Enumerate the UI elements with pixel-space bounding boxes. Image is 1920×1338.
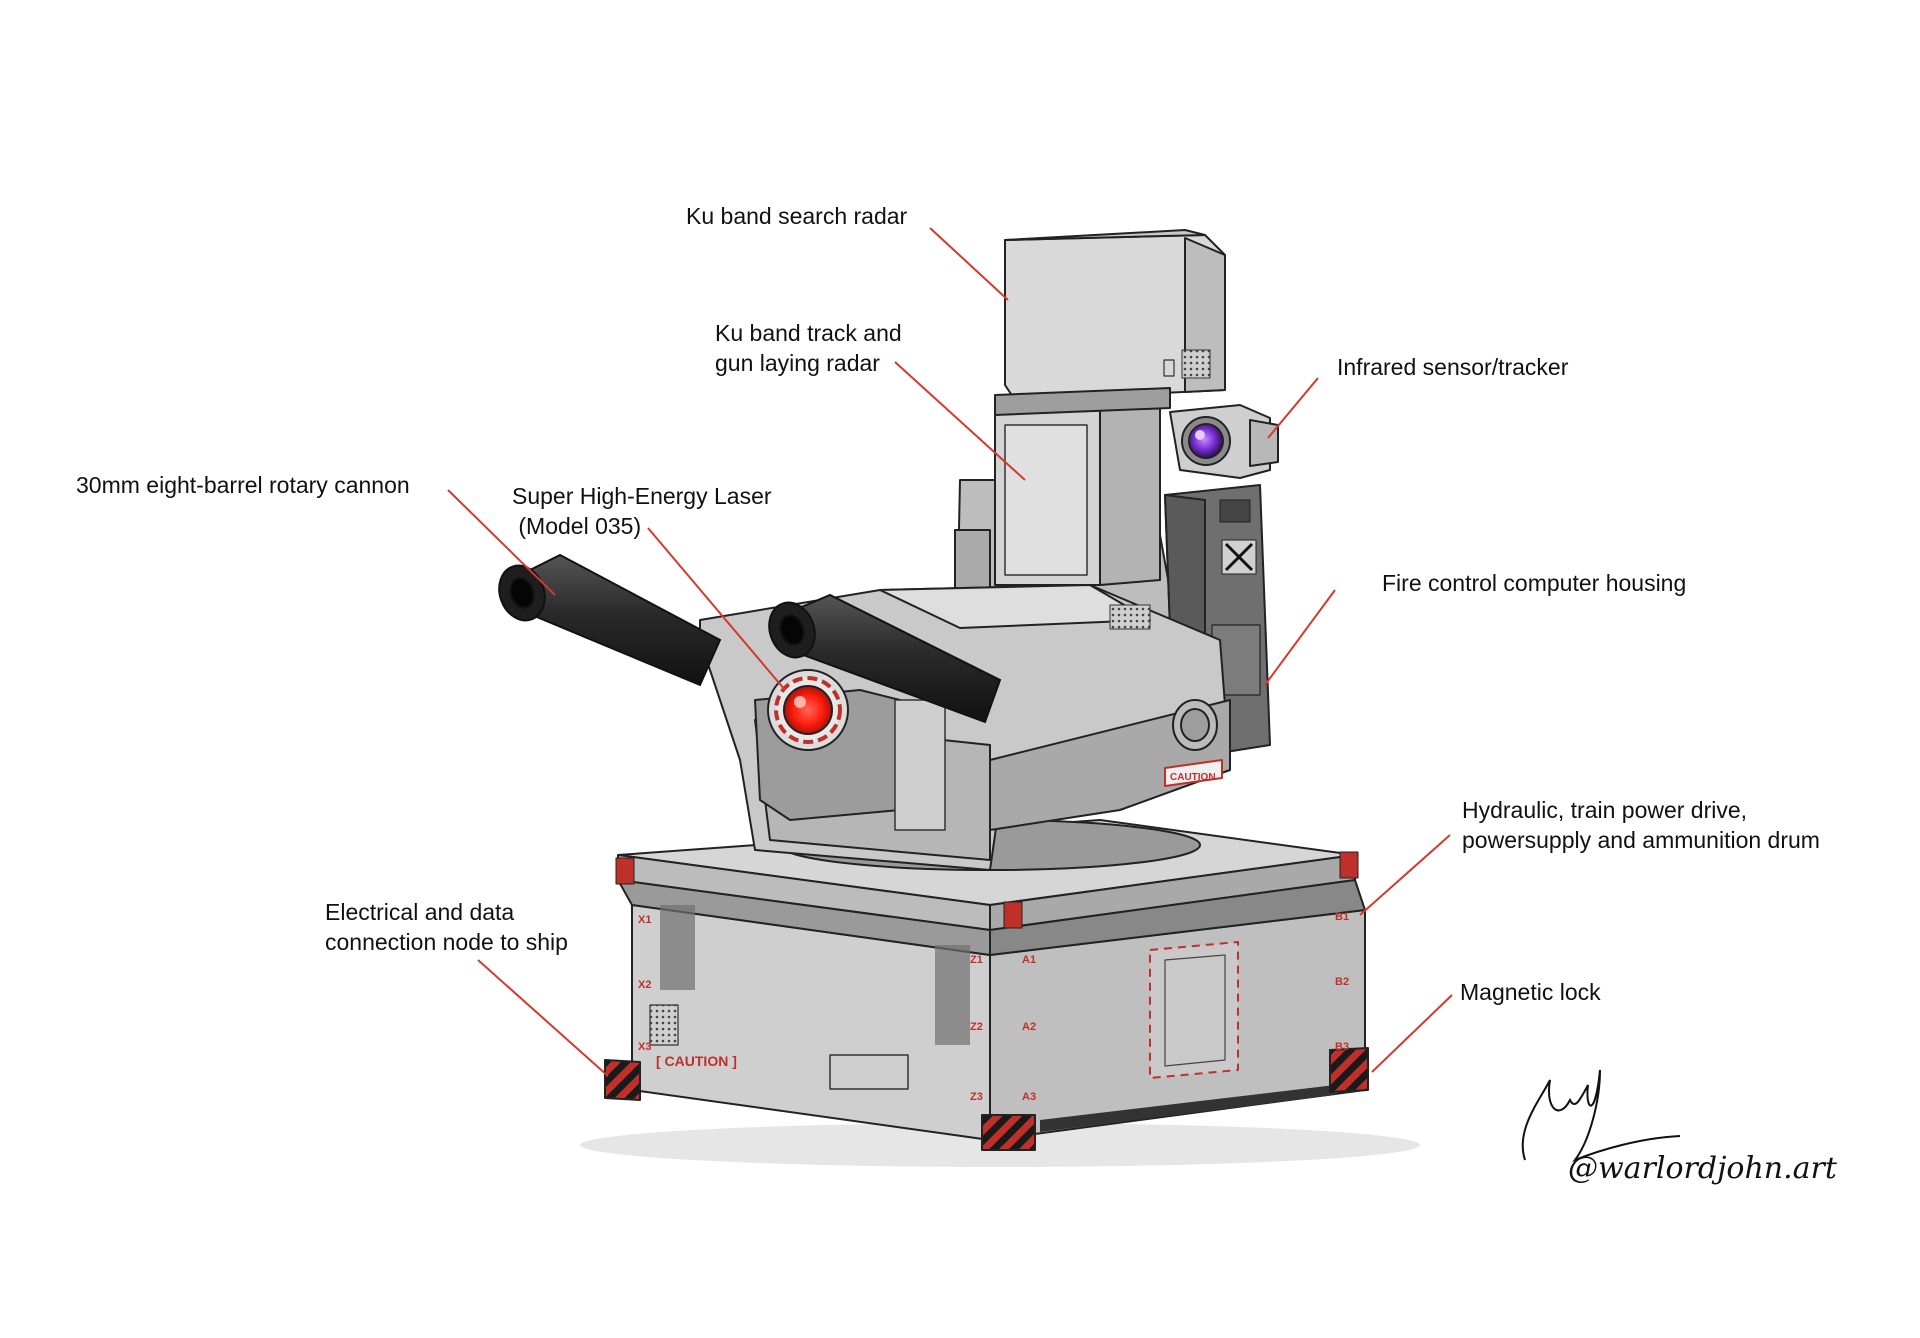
infrared-lens-icon xyxy=(1169,404,1279,479)
caution-base-text: [ CAUTION ] xyxy=(656,1053,737,1069)
leader-infrared xyxy=(1267,377,1319,439)
base-markings: [ CAUTION ] X1 X2 X3 Z1 Z2 Z3 A1 A2 A3 B… xyxy=(638,911,1349,1103)
leader-search-radar xyxy=(929,227,1009,301)
mark-b3: B3 xyxy=(1335,1041,1349,1053)
artist-signature: @warlordjohn.art xyxy=(1521,1069,1838,1186)
leader-cannon xyxy=(447,489,556,596)
label-electrical-line1: Electrical and data xyxy=(325,899,515,925)
signature-text: @warlordjohn.art xyxy=(1568,1151,1838,1186)
fire-control-logo xyxy=(1221,539,1257,575)
leader-track-radar xyxy=(894,361,1026,481)
leader-electrical xyxy=(477,959,609,1077)
label-search-radar: Ku band search radar xyxy=(686,203,908,229)
label-cannon: 30mm eight-barrel rotary cannon xyxy=(76,472,410,498)
mark-x1: X1 xyxy=(638,914,651,926)
label-electrical-line2: connection node to ship xyxy=(325,929,568,955)
label-laser-line2: (Model 035) xyxy=(512,513,642,539)
mark-a2: A2 xyxy=(1022,1021,1036,1033)
mark-z1: Z1 xyxy=(970,954,983,966)
mark-x2: X2 xyxy=(638,979,651,991)
label-hydraulic-line2: powersupply and ammunition drum xyxy=(1462,827,1820,853)
leader-fire-control xyxy=(1264,589,1336,686)
leader-magnetic-lock xyxy=(1371,994,1453,1073)
mark-b2: B2 xyxy=(1335,976,1349,988)
label-track-radar-line2: gun laying radar xyxy=(715,350,880,376)
mark-a1: A1 xyxy=(1022,954,1036,966)
caution-turret-text: CAUTION xyxy=(1170,772,1216,783)
label-fire-control: Fire control computer housing xyxy=(1382,570,1687,596)
mark-x3: X3 xyxy=(638,1041,651,1053)
leader-hydraulic xyxy=(1359,834,1451,916)
mark-b1: B1 xyxy=(1335,911,1349,923)
mark-z2: Z2 xyxy=(970,1021,983,1033)
laser-emitter-icon xyxy=(767,669,849,751)
label-infrared: Infrared sensor/tracker xyxy=(1337,354,1569,380)
rotary-cannon-barrels xyxy=(498,553,1002,724)
label-laser-line1: Super High-Energy Laser xyxy=(512,483,772,509)
base-platform xyxy=(580,819,1420,1167)
leader-lines xyxy=(447,227,1453,1077)
label-magnetic-lock: Magnetic lock xyxy=(1460,979,1601,1005)
turret-mount xyxy=(699,229,1279,871)
mark-z3: Z3 xyxy=(970,1091,983,1103)
mark-a3: A3 xyxy=(1022,1091,1036,1103)
label-track-radar-line1: Ku band track and xyxy=(715,320,902,346)
leader-laser xyxy=(647,527,786,691)
label-hydraulic-line1: Hydraulic, train power drive, xyxy=(1462,797,1748,823)
